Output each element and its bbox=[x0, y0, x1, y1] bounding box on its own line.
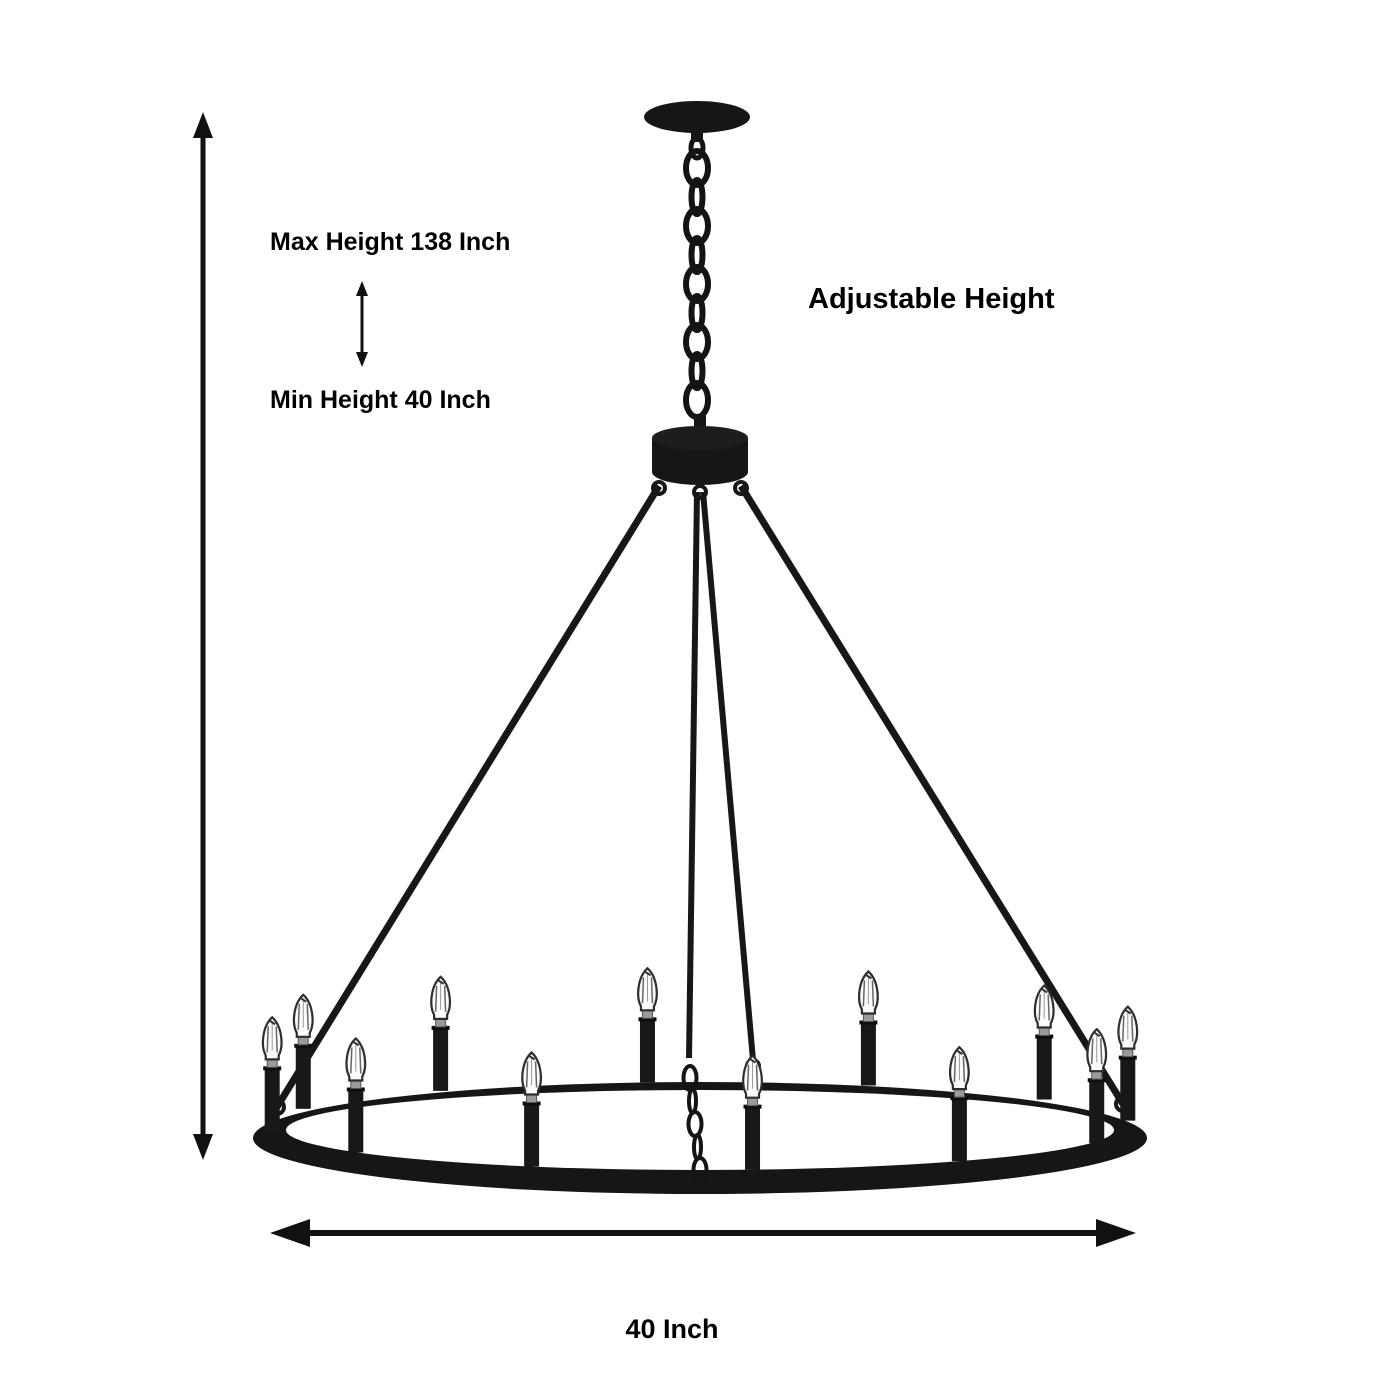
min-max-range-arrow bbox=[356, 281, 368, 367]
horizontal-width-arrow bbox=[270, 1219, 1136, 1247]
candle-light bbox=[292, 993, 314, 1109]
candle-light bbox=[858, 970, 879, 1086]
suspension-rods bbox=[268, 480, 1132, 1116]
center-drop-chain bbox=[681, 1064, 709, 1184]
candle-light bbox=[637, 966, 658, 1083]
candle-light bbox=[742, 1054, 763, 1170]
candle-light bbox=[261, 1015, 283, 1132]
vertical-height-arrow bbox=[193, 112, 213, 1160]
candle-light bbox=[430, 975, 451, 1091]
center-hub bbox=[652, 416, 748, 485]
width-label: 40 Inch bbox=[625, 1314, 718, 1344]
candle-light bbox=[521, 1051, 542, 1167]
candle-light bbox=[345, 1036, 367, 1153]
candle-light bbox=[1033, 984, 1055, 1100]
min-height-label: Min Height 40 Inch bbox=[270, 386, 491, 414]
max-height-label: Max Height 138 Inch bbox=[270, 228, 510, 256]
candle-lights bbox=[261, 966, 1139, 1170]
adjustable-height-label: Adjustable Height bbox=[808, 283, 1055, 315]
candle-light bbox=[1086, 1027, 1108, 1144]
candle-light bbox=[1117, 1005, 1139, 1121]
candle-light bbox=[949, 1045, 970, 1162]
hanging-chain bbox=[683, 135, 711, 420]
